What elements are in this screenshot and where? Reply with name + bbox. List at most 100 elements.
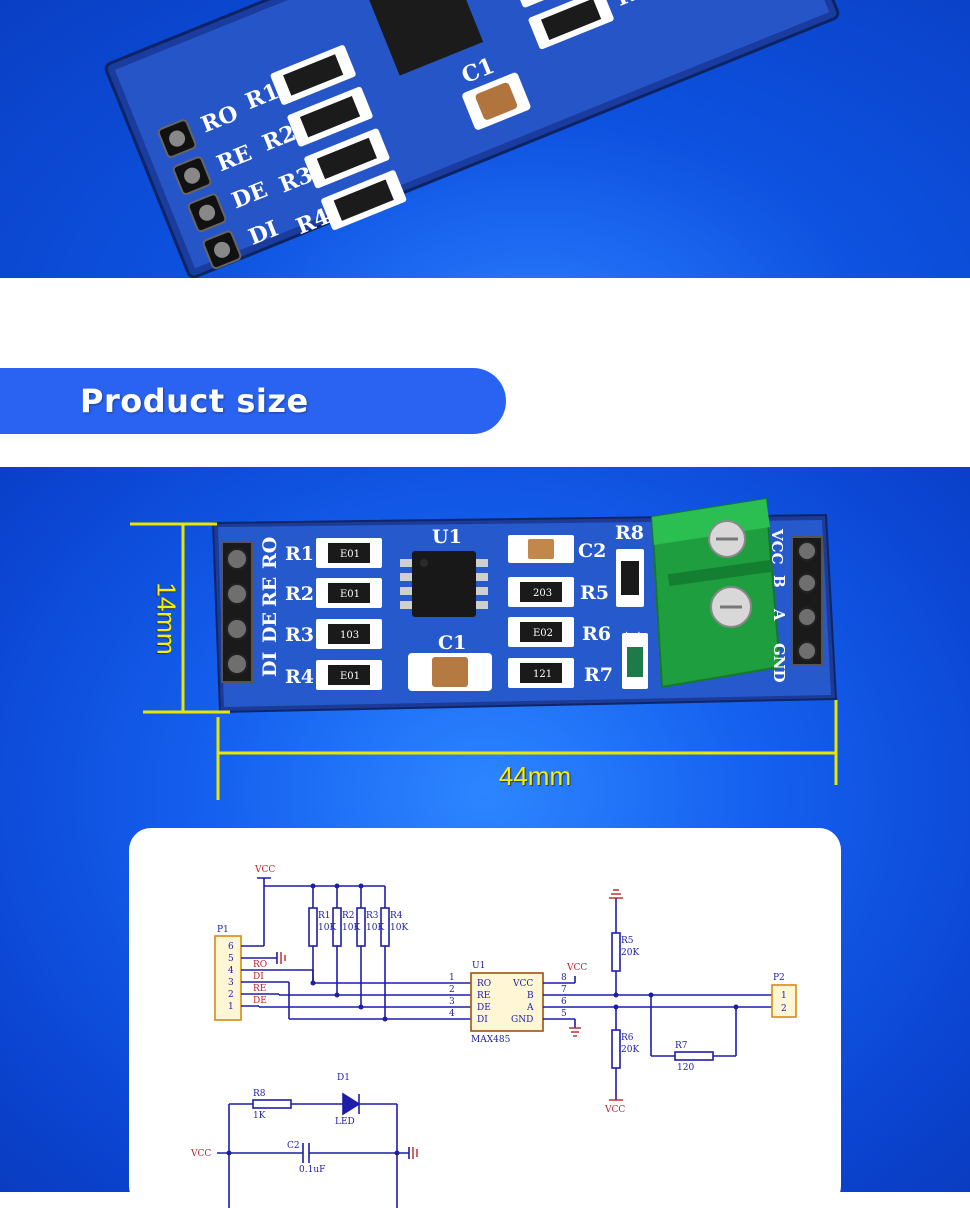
resistor-label: R5 xyxy=(580,582,609,604)
resistor-code: E01 xyxy=(340,549,360,560)
resistor-label: R2 xyxy=(285,583,314,605)
u1-label: U1 xyxy=(472,961,485,971)
left-header-pins xyxy=(221,541,253,683)
c2-value: 0.1uF xyxy=(299,1165,325,1175)
right-pin-label: VCC xyxy=(768,528,786,565)
p1-signal: DE xyxy=(253,996,267,1006)
schematic-card: VCC P1 6 5 4 3 2 1 RO DI RE DE R1 R2 R3 … xyxy=(129,828,841,1208)
height-value: 14mm xyxy=(151,582,182,655)
vcc-label: VCC xyxy=(604,1105,625,1115)
width-value: 44mm xyxy=(498,761,572,791)
led-label: LED xyxy=(335,1117,355,1127)
resistor-code: 103 xyxy=(340,630,359,641)
left-pin-label: DI xyxy=(259,652,281,677)
right-pin-label: GND xyxy=(770,643,788,683)
right-pin-label: A xyxy=(770,608,788,621)
u1-pin-num: 6 xyxy=(561,997,567,1007)
u1-pin-num: 2 xyxy=(449,985,455,995)
p1-signal: RO xyxy=(253,960,267,970)
r8-value: 1K xyxy=(253,1111,266,1121)
p1-pin: 1 xyxy=(228,1002,234,1012)
dimension-lines xyxy=(130,522,838,800)
resistor-label: R6 xyxy=(582,623,611,645)
capacitor-label: C1 xyxy=(438,632,466,654)
r5-label: R5 xyxy=(621,936,634,946)
left-pin-label: RO xyxy=(259,537,281,569)
p1-pin: 2 xyxy=(228,990,234,1000)
ground-symbols xyxy=(280,889,623,1159)
p1-pin: 5 xyxy=(228,954,234,964)
chip-u1 xyxy=(400,551,488,617)
r-label: R4 xyxy=(390,911,403,921)
height-dimension-label: 14mm xyxy=(151,579,182,659)
section-header-pill: Product size xyxy=(0,368,506,434)
resistor-label: R4 xyxy=(285,666,314,688)
svg-text:R7: R7 xyxy=(612,0,653,12)
left-pin-label: RE xyxy=(259,577,281,607)
u1-pin-right: VCC xyxy=(512,979,533,989)
screw-terminal xyxy=(650,497,782,689)
resistor-code: E01 xyxy=(340,671,360,682)
r6-label: R6 xyxy=(621,1033,634,1043)
resistor-code: 121 xyxy=(533,669,552,680)
u1-pin-num: 7 xyxy=(561,985,567,995)
resistor-label: R3 xyxy=(285,624,314,646)
chip-label: U1 xyxy=(432,526,462,548)
r5-value: 20K xyxy=(621,948,639,958)
u1-pin-num: 8 xyxy=(561,973,567,983)
p1-signal: RE xyxy=(253,984,266,994)
r7-label: R7 xyxy=(675,1041,688,1051)
resistor-code: E02 xyxy=(533,628,553,639)
board-illustration: RO RE DE DI E01 E01 103 E01 R1 R2 R3 R4 xyxy=(130,497,838,800)
right-components xyxy=(508,535,574,688)
vcc-label: VCC xyxy=(190,1149,211,1159)
u1-pin-left: RO xyxy=(477,979,491,989)
capacitor-label: C2 xyxy=(578,540,606,562)
u1-pin-num: 1 xyxy=(449,973,455,983)
u1-part: MAX485 xyxy=(471,1035,511,1045)
u1-pin-num: 3 xyxy=(449,997,455,1007)
r-value: 10K xyxy=(390,923,408,933)
p2-pin: 1 xyxy=(781,991,787,1001)
resistor-label: R1 xyxy=(285,543,314,565)
r-value: 10K xyxy=(366,923,384,933)
right-pin-label: B xyxy=(770,575,788,588)
u1-pin-num: 4 xyxy=(449,1009,455,1019)
top-board-illustration: RO RE DE DI R1 R2 R3 R4 C1 R7 xyxy=(104,0,840,278)
p1-pin: 6 xyxy=(228,942,234,952)
u1-pin-right: A xyxy=(526,1003,534,1013)
vcc-label: VCC xyxy=(254,865,275,875)
r-label: R1 xyxy=(318,911,331,921)
resistor-code: E01 xyxy=(340,589,360,600)
resistor-code: 203 xyxy=(533,588,552,599)
u1-pin-right: GND xyxy=(511,1015,533,1025)
p2-pin: 2 xyxy=(781,1004,787,1014)
left-resistors xyxy=(316,538,382,690)
p1-signal: DI xyxy=(253,972,264,982)
u1-pin-left: RE xyxy=(477,991,490,1001)
r-label: R3 xyxy=(366,911,379,921)
schematic-diagram: VCC P1 6 5 4 3 2 1 RO DI RE DE R1 R2 R3 … xyxy=(190,865,797,1208)
vcc-label: VCC xyxy=(566,963,587,973)
d1-label: D1 xyxy=(337,1073,350,1083)
r-value: 10K xyxy=(318,923,336,933)
resistor-label: R8 xyxy=(615,522,644,544)
resistor-label: R7 xyxy=(584,664,613,686)
u1-pin-right: B xyxy=(527,991,534,1001)
width-dimension-label: 44mm xyxy=(480,761,590,792)
section-title: Product size xyxy=(80,382,309,420)
r-label: R2 xyxy=(342,911,355,921)
p1-pin: 3 xyxy=(228,978,234,988)
p1-pin: 4 xyxy=(228,966,234,976)
u1-pin-num: 5 xyxy=(561,1009,567,1019)
r-value: 10K xyxy=(342,923,360,933)
p2-label: P2 xyxy=(773,973,785,983)
r7-value: 120 xyxy=(677,1063,694,1073)
r6-value: 20K xyxy=(621,1045,639,1055)
left-pin-label: DE xyxy=(259,612,281,643)
u1-pin-left: DI xyxy=(477,1015,488,1025)
r8-label: R8 xyxy=(253,1089,266,1099)
right-header-pins xyxy=(791,536,823,666)
u1-pin-left: DE xyxy=(477,1003,491,1013)
c2-label: C2 xyxy=(287,1141,300,1151)
